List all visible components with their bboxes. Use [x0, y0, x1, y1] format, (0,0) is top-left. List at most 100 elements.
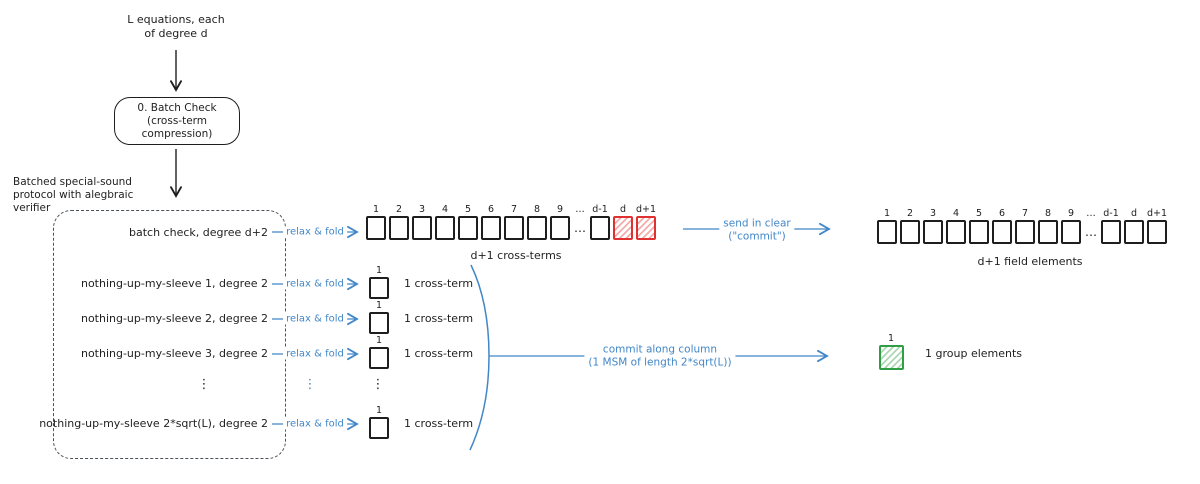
field-element-cell: d+1 — [1147, 208, 1167, 244]
relax-fold-label-sleeve2: relax & fold — [283, 313, 347, 325]
cell-index: d+1 — [635, 204, 657, 215]
field-element-cell: 5 — [969, 208, 989, 244]
protocol-label-line3: verifier — [13, 202, 51, 214]
field-element-square — [946, 220, 966, 244]
cell-index: 4 — [441, 204, 449, 215]
cross-term-square — [435, 216, 455, 240]
field-element-square — [900, 220, 920, 244]
cell-index: 1 — [372, 204, 380, 215]
cross-term-square — [412, 216, 432, 240]
cell-index: 9 — [1067, 208, 1075, 219]
cross-term-cell: 6 — [481, 204, 501, 240]
cell-index: 1 — [375, 405, 383, 416]
single-cross-term-sleeve1: 1 — [365, 258, 393, 299]
field-element-cell: 8 — [1038, 208, 1058, 244]
single-cross-term-caption-N: 1 cross-term — [404, 417, 474, 430]
group-element-cell: 1 — [876, 326, 906, 370]
field-elements-caption: d+1 field elements — [977, 255, 1083, 268]
protocol-label-line1: Batched special-sound — [13, 176, 132, 188]
cross-term-cell: 1 — [366, 204, 386, 240]
cross-term-square — [550, 216, 570, 240]
row-label-sleeveN: nothing-up-my-sleeve 2*sqrt(L), degree 2 — [39, 417, 268, 430]
cross-term-cell: 5 — [458, 204, 478, 240]
input-label-line2: of degree d — [144, 26, 208, 40]
field-element-cell: 4 — [946, 208, 966, 244]
relax-fold-label-sleeveN: relax & fold — [283, 418, 347, 430]
commit-along-column-label: commit along column (1 MSM of length 2*s… — [584, 343, 736, 369]
input-label-line1: L equations, each — [127, 13, 225, 26]
cell-index: d-1 — [592, 204, 608, 215]
field-element-cell: 7 — [1015, 208, 1035, 244]
cell-index: 8 — [533, 204, 541, 215]
ellipsis-cell: …… — [1084, 208, 1098, 239]
cell-index: 3 — [929, 208, 937, 219]
protocol-outside-label: Batched special-sound protocol with aleg… — [13, 176, 133, 215]
send-in-clear-line1: send in clear — [723, 217, 791, 230]
ellipsis-arrows: ⋮ — [303, 377, 317, 392]
single-cross-term-sleeve3: 1 — [365, 328, 393, 369]
field-element-square — [1101, 220, 1121, 244]
cell-index: d+1 — [1146, 208, 1168, 219]
commit-label-line2: (1 MSM of length 2*sqrt(L)) — [588, 356, 732, 368]
cell-index: 1 — [883, 208, 891, 219]
cross-term-square — [458, 216, 478, 240]
protocol-label-line2: protocol with alegbraic — [13, 189, 134, 201]
cross-term-cell: 2 — [389, 204, 409, 240]
single-cross-term-sleeve2: 1 — [365, 293, 393, 334]
field-element-cell: 1 — [877, 208, 897, 244]
row-label-sleeve2: nothing-up-my-sleeve 2, degree 2 — [80, 312, 268, 325]
cross-term-cell: d — [613, 204, 633, 240]
row-label-sleeve1: nothing-up-my-sleeve 1, degree 2 — [80, 277, 268, 290]
cell-index: d-1 — [1103, 208, 1119, 219]
single-cross-term-caption-3: 1 cross-term — [404, 347, 474, 360]
field-element-cell: d-1 — [1101, 208, 1121, 244]
cell-index: 2 — [395, 204, 403, 215]
cell-index: 8 — [1044, 208, 1052, 219]
field-element-square — [1061, 220, 1081, 244]
green-hatched-square — [878, 345, 904, 370]
group-element-caption: 1 group elements — [925, 347, 1023, 360]
field-element-cell: 9 — [1061, 208, 1081, 244]
cross-term-square — [369, 417, 389, 439]
red-hatched-square — [636, 216, 656, 240]
cell-index: 7 — [1021, 208, 1029, 219]
batch-check-box: 0. Batch Check (cross-term compression) — [114, 97, 240, 145]
batch-check-box-label: 0. Batch Check (cross-term compression) — [137, 101, 217, 140]
field-element-square — [992, 220, 1012, 244]
cell-index: … — [1086, 208, 1096, 219]
ellipsis: … — [1085, 225, 1097, 239]
cell-index: d — [1130, 208, 1138, 219]
cell-index: 1 — [375, 265, 383, 276]
cross-terms-caption: d+1 cross-terms — [470, 249, 562, 262]
cell-index: 6 — [998, 208, 1006, 219]
cross-term-square — [369, 312, 389, 334]
cross-term-cell: 3 — [412, 204, 432, 240]
field-element-square — [1038, 220, 1058, 244]
row-label-sleeve3: nothing-up-my-sleeve 3, degree 2 — [80, 347, 268, 360]
field-element-cell: d — [1124, 208, 1144, 244]
field-element-square — [1147, 220, 1167, 244]
cell-index: 6 — [487, 204, 495, 215]
field-element-square — [877, 220, 897, 244]
cross-term-cell: 9 — [550, 204, 570, 240]
cross-terms-row: 1 2 3 4 5 6 7 8 9 …… d-1 d d+1 — [366, 204, 656, 240]
cell-index: 5 — [975, 208, 983, 219]
relax-fold-label-sleeve1: relax & fold — [283, 278, 347, 290]
field-element-square — [923, 220, 943, 244]
cross-term-square — [504, 216, 524, 240]
commit-label-line1: commit along column — [602, 343, 718, 356]
cell-index: d — [619, 204, 627, 215]
cross-term-cell: d+1 — [636, 204, 656, 240]
send-in-clear-line2: ("commit") — [728, 230, 786, 242]
field-element-square — [1015, 220, 1035, 244]
cross-term-square — [481, 216, 501, 240]
cell-index: 1 — [887, 333, 895, 344]
cross-term-cell: 7 — [504, 204, 524, 240]
field-element-square — [969, 220, 989, 244]
cell-index: 1 — [375, 300, 383, 311]
protocol-dashed-box — [53, 210, 286, 459]
relax-fold-label-sleeve3: relax & fold — [283, 348, 347, 360]
row-label-batch-check: batch check, degree d+2 — [129, 226, 268, 239]
cell-index: 5 — [464, 204, 472, 215]
